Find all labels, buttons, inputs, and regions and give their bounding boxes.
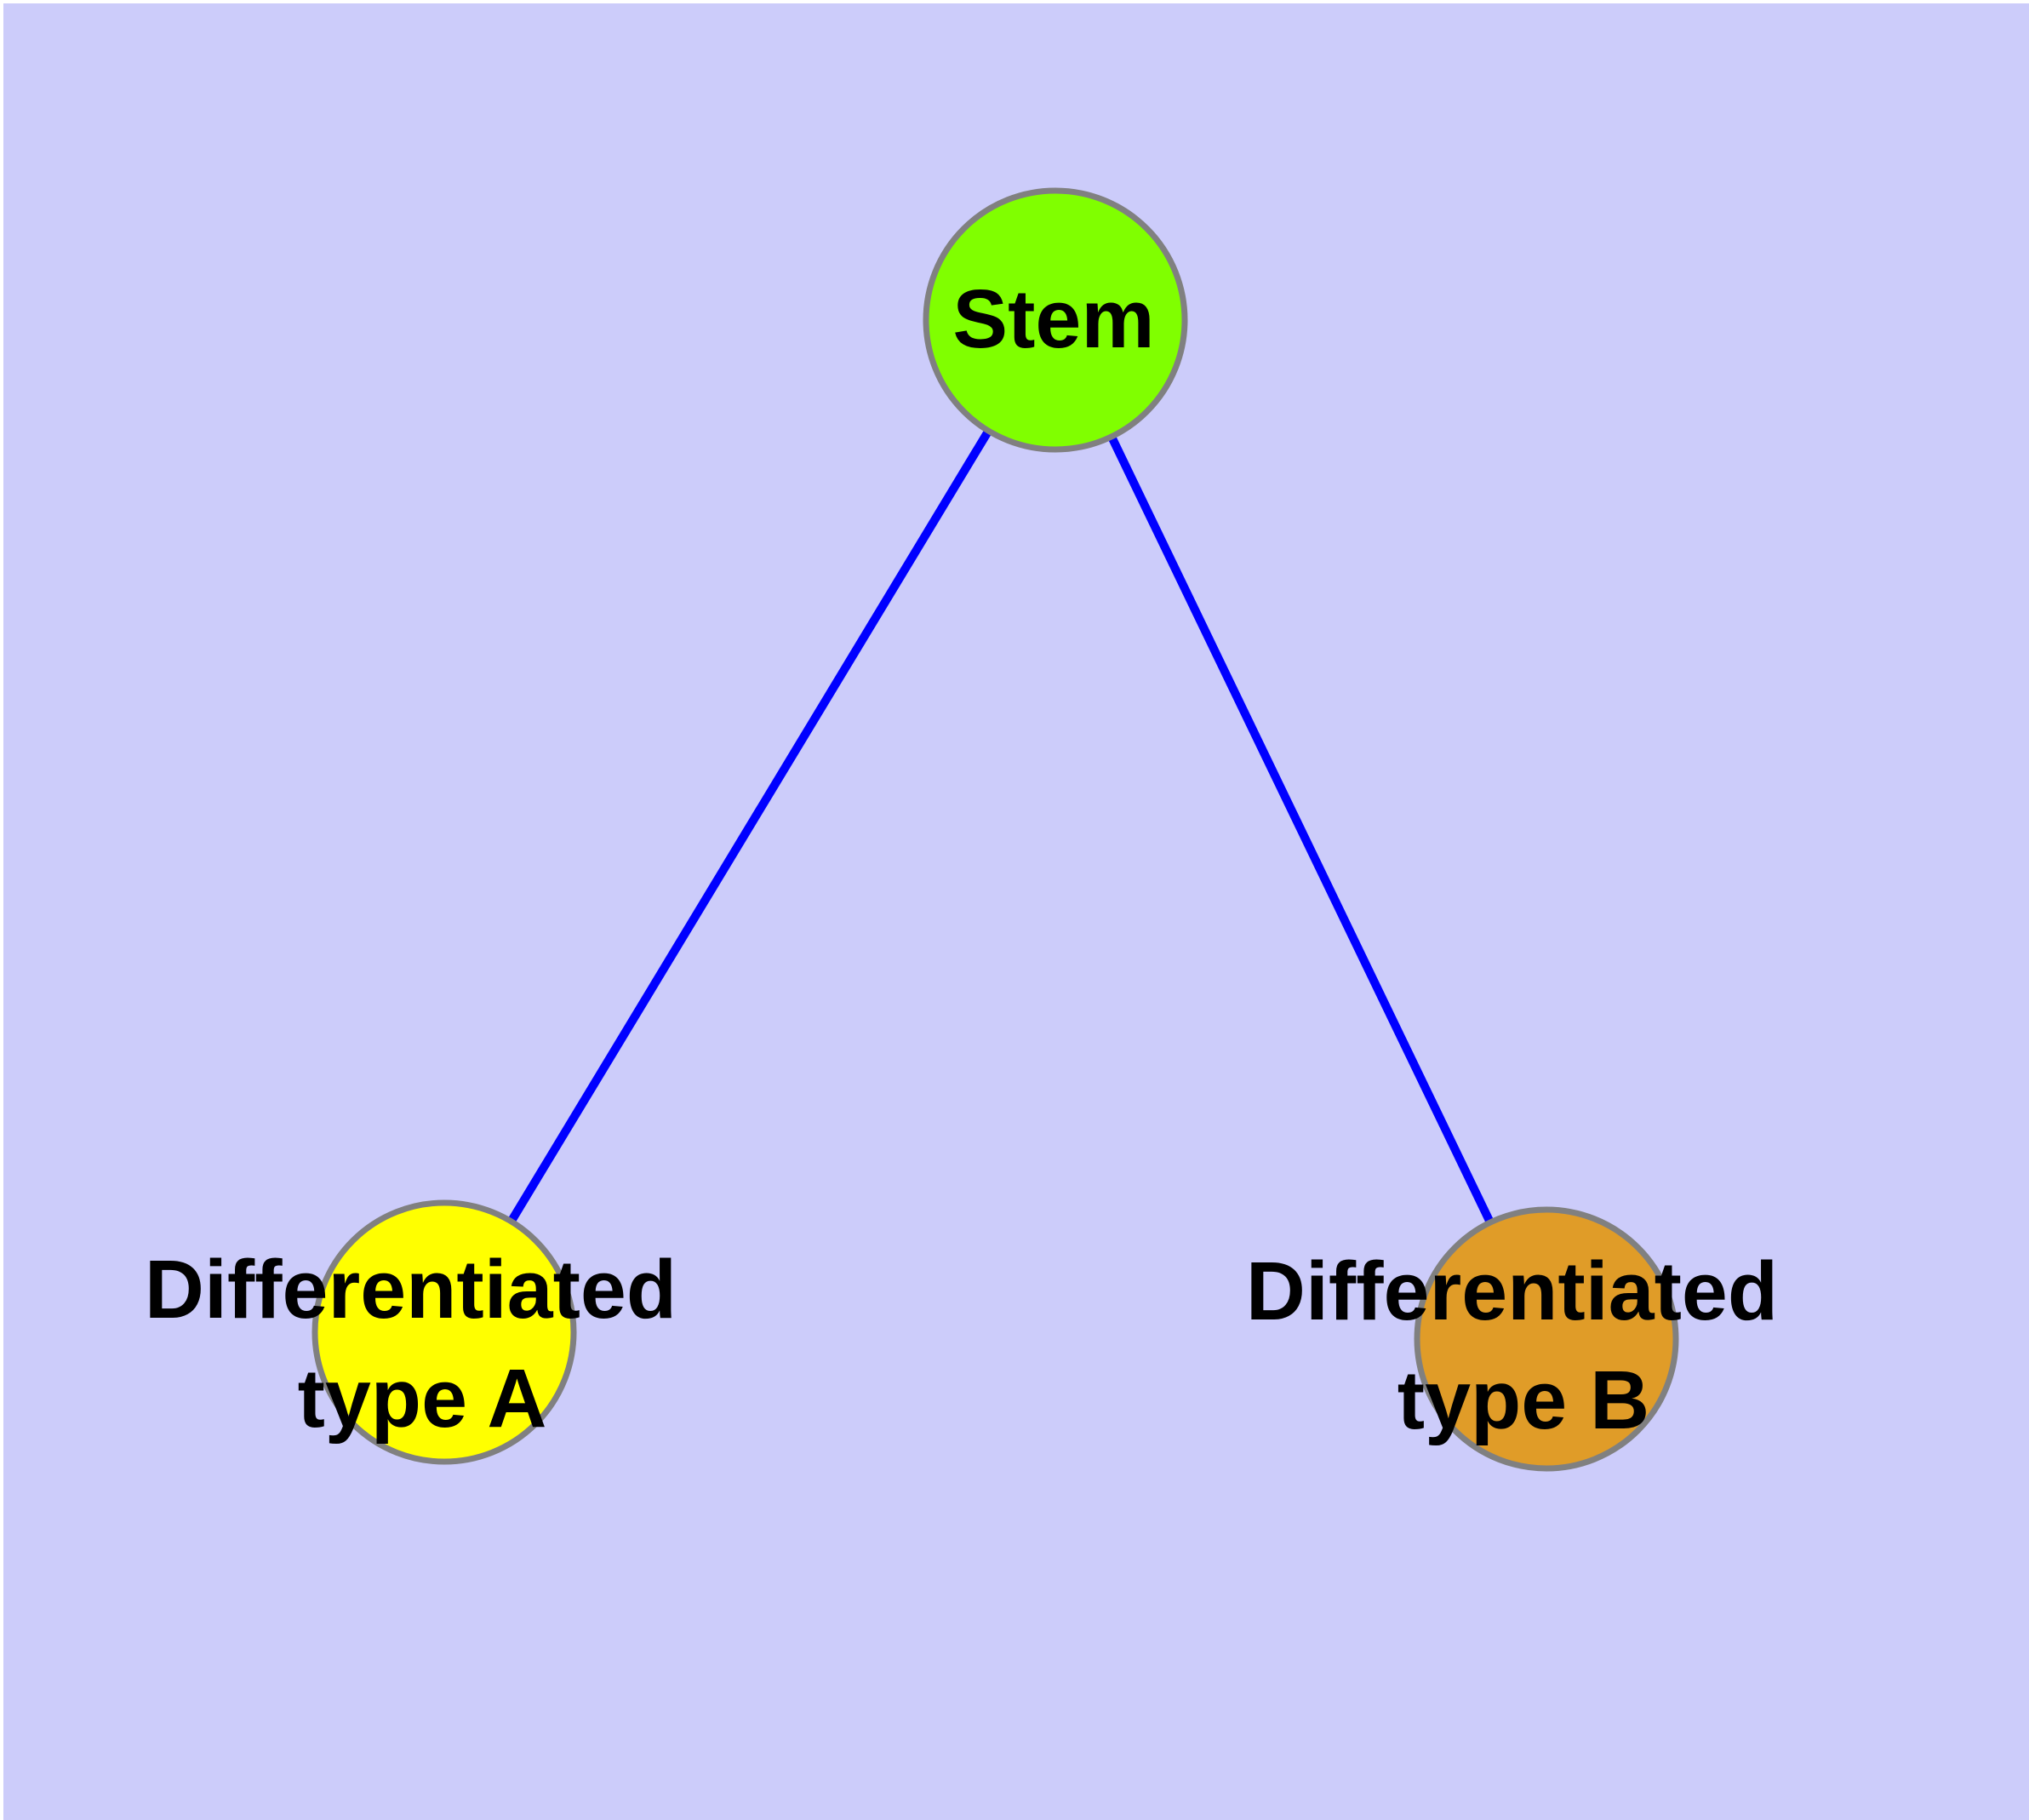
- differentiated-type-a-node-label: Differentiated type A: [145, 1243, 700, 1445]
- node-layer: [311, 187, 1679, 1472]
- edge-layer: [507, 428, 1495, 1225]
- differentiated-type-b-node-circle[interactable]: [1414, 1206, 1679, 1472]
- stem-node-circle[interactable]: [923, 187, 1188, 453]
- differentiated-type-b-node-label-line-1: Differentiated: [1246, 1245, 1778, 1337]
- label-layer: Stem Differentiated type A Differentiate…: [145, 272, 1801, 1446]
- stem-node-label: Stem: [952, 272, 1154, 365]
- stem-node-label-line-1: Stem: [952, 272, 1154, 365]
- differentiated-type-b-node-label: Differentiated type B: [1246, 1245, 1801, 1446]
- differentiated-type-a-node-label-line-1: Differentiated: [145, 1243, 677, 1336]
- node-differentiated-type-a[interactable]: [311, 1199, 577, 1465]
- edge-stem-to-differentiated-type-b[interactable]: [1107, 434, 1495, 1225]
- differentiated-type-a-node-label-line-2: type A: [298, 1352, 547, 1445]
- node-differentiated-type-b[interactable]: [1414, 1206, 1679, 1472]
- node-stem[interactable]: [923, 187, 1188, 453]
- differentiated-type-a-node-circle[interactable]: [311, 1199, 577, 1465]
- edge-stem-to-differentiated-type-a[interactable]: [507, 428, 992, 1224]
- differentiated-type-b-node-label-line-2: type B: [1397, 1354, 1649, 1446]
